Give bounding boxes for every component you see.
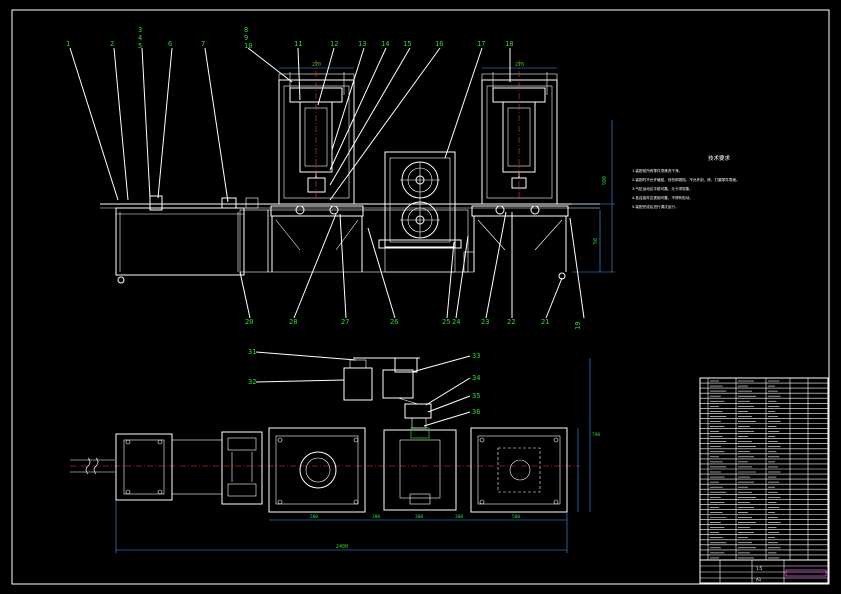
parts-list <box>699 377 829 561</box>
callout-7: 7 <box>201 40 205 48</box>
callout-6: 6 <box>168 40 172 48</box>
callout-1: 1 <box>66 40 70 48</box>
callout-5: 5 <box>138 42 142 50</box>
callout-19: 19 <box>574 322 582 330</box>
callout-11: 11 <box>294 40 302 48</box>
callout-8: 8 <box>244 26 248 34</box>
callout-32: 32 <box>248 378 256 386</box>
callout-36: 36 <box>472 408 480 416</box>
dim-seg-3: 300 <box>415 514 423 520</box>
front-elevation: 500 50 270 270 <box>100 60 615 284</box>
dim-seg-1: 500 <box>310 514 318 520</box>
callout-17: 17 <box>477 40 485 48</box>
dim-seg-5: 500 <box>512 514 520 520</box>
callout-34: 34 <box>472 374 480 382</box>
dim-top-right: 270 <box>515 62 524 68</box>
tech-req-line-3: 3.气缸运动应平稳可靠，无卡滞现象。 <box>632 186 693 191</box>
callout-24: 24 <box>452 318 460 326</box>
dim-top-left: 270 <box>312 62 321 68</box>
callout-27: 27 <box>341 318 349 326</box>
callout-35: 35 <box>472 392 480 400</box>
callout-20: 20 <box>245 318 253 326</box>
technical-requirements: 技术要求 1.装配前所有零件须清洗干净。 2.装配时不允许磕碰、划伤和锈蚀，不允… <box>632 154 740 209</box>
callout-21: 21 <box>541 318 549 326</box>
callout-23: 23 <box>481 318 489 326</box>
callout-26: 26 <box>390 318 398 326</box>
plan-view: 2400 500 300 300 300 500 790 <box>70 351 600 553</box>
callout-4: 4 <box>138 34 142 42</box>
callouts-bottom: 19 20 21 22 23 24 25 26 27 28 <box>245 318 582 330</box>
callout-9: 9 <box>244 34 248 42</box>
dim-plan-height: 790 <box>592 432 600 438</box>
dim-height-right: 500 <box>602 176 608 185</box>
callout-10: 10 <box>244 42 252 50</box>
tech-req-line-4: 4.各连接件应紧固可靠，不得有松动。 <box>632 195 693 200</box>
callout-12: 12 <box>330 40 338 48</box>
tech-req-line-2: 2.装配时不允许磕碰、划伤和锈蚀，不允许刮、修、打磨零件表面。 <box>632 177 740 182</box>
callout-28: 28 <box>289 318 297 326</box>
callout-14: 14 <box>381 40 389 48</box>
callout-33: 33 <box>472 352 480 360</box>
callout-15: 15 <box>403 40 411 48</box>
callouts-plan: 31 32 33 34 35 36 <box>248 348 480 416</box>
tech-req-line-1: 1.装配前所有零件须清洗干净。 <box>632 168 682 173</box>
scale-value: 1:5 <box>756 566 763 571</box>
title-block: 1:5 A1 <box>699 559 829 584</box>
dim-plan-total: 2400 <box>336 544 348 550</box>
callout-18: 18 <box>505 40 513 48</box>
callout-16: 16 <box>435 40 443 48</box>
tech-req-line-5: 5.装配完成后进行调试运行。 <box>632 204 679 209</box>
callout-13: 13 <box>358 40 366 48</box>
callout-3: 3 <box>138 26 142 34</box>
drawing-border <box>11 9 830 585</box>
tech-req-title: 技术要求 <box>708 154 731 162</box>
callout-22: 22 <box>507 318 515 326</box>
dim-seg-4: 300 <box>455 514 463 520</box>
callout-25: 25 <box>442 318 450 326</box>
callout-31: 31 <box>248 348 256 356</box>
callout-2: 2 <box>110 40 114 48</box>
dim-height-small: 50 <box>593 238 599 244</box>
callouts-top: 1 2 3 4 5 6 7 8 9 10 11 12 13 14 15 16 1… <box>66 26 513 50</box>
leader-lines-bottom <box>239 211 585 319</box>
leader-lines-top <box>69 47 511 203</box>
sheet-size: A1 <box>756 577 762 582</box>
dim-seg-2: 300 <box>372 514 380 520</box>
